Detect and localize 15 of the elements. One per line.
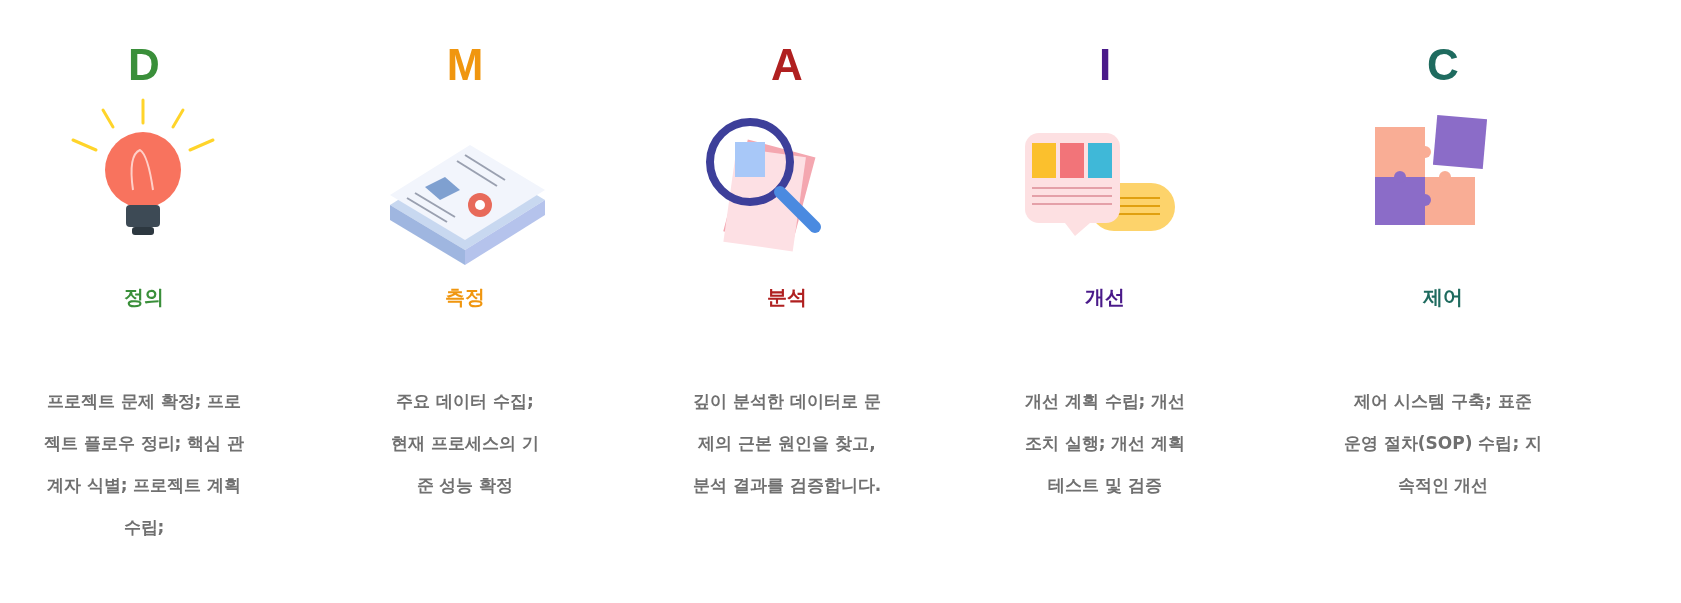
step-letter: C xyxy=(1427,40,1459,90)
step-name: 분석 xyxy=(767,284,807,311)
step-letter: A xyxy=(771,40,803,90)
step-name: 측정 xyxy=(445,284,485,311)
step-description: 프로젝트 문제 확정; 프로젝트 플로우 정리; 핵심 관계자 식별; 프로젝트 계획 수립; xyxy=(42,390,246,539)
step-description: 주요 데이터 수집; 현재 프로세스의 기준 성능 확정 xyxy=(390,390,540,497)
step-letter: I xyxy=(1098,40,1112,90)
step-name: 정의 xyxy=(124,284,164,311)
step-letter: M xyxy=(446,40,484,90)
step-name: 제어 xyxy=(1423,284,1463,311)
step-name: 개선 xyxy=(1085,284,1125,311)
step-description: 제어 시스템 구축; 표준 운영 절차(SOP) 수립; 지속적인 개선 xyxy=(1343,390,1543,497)
step-description: 개선 계획 수립; 개선 조치 실행; 개선 계획 테스트 및 검증 xyxy=(1023,390,1187,497)
step-letter: D xyxy=(128,40,160,90)
step-description: 깊이 분석한 데이터로 문제의 근본 원인을 찾고, 분석 결과를 검증합니다. xyxy=(691,390,883,497)
